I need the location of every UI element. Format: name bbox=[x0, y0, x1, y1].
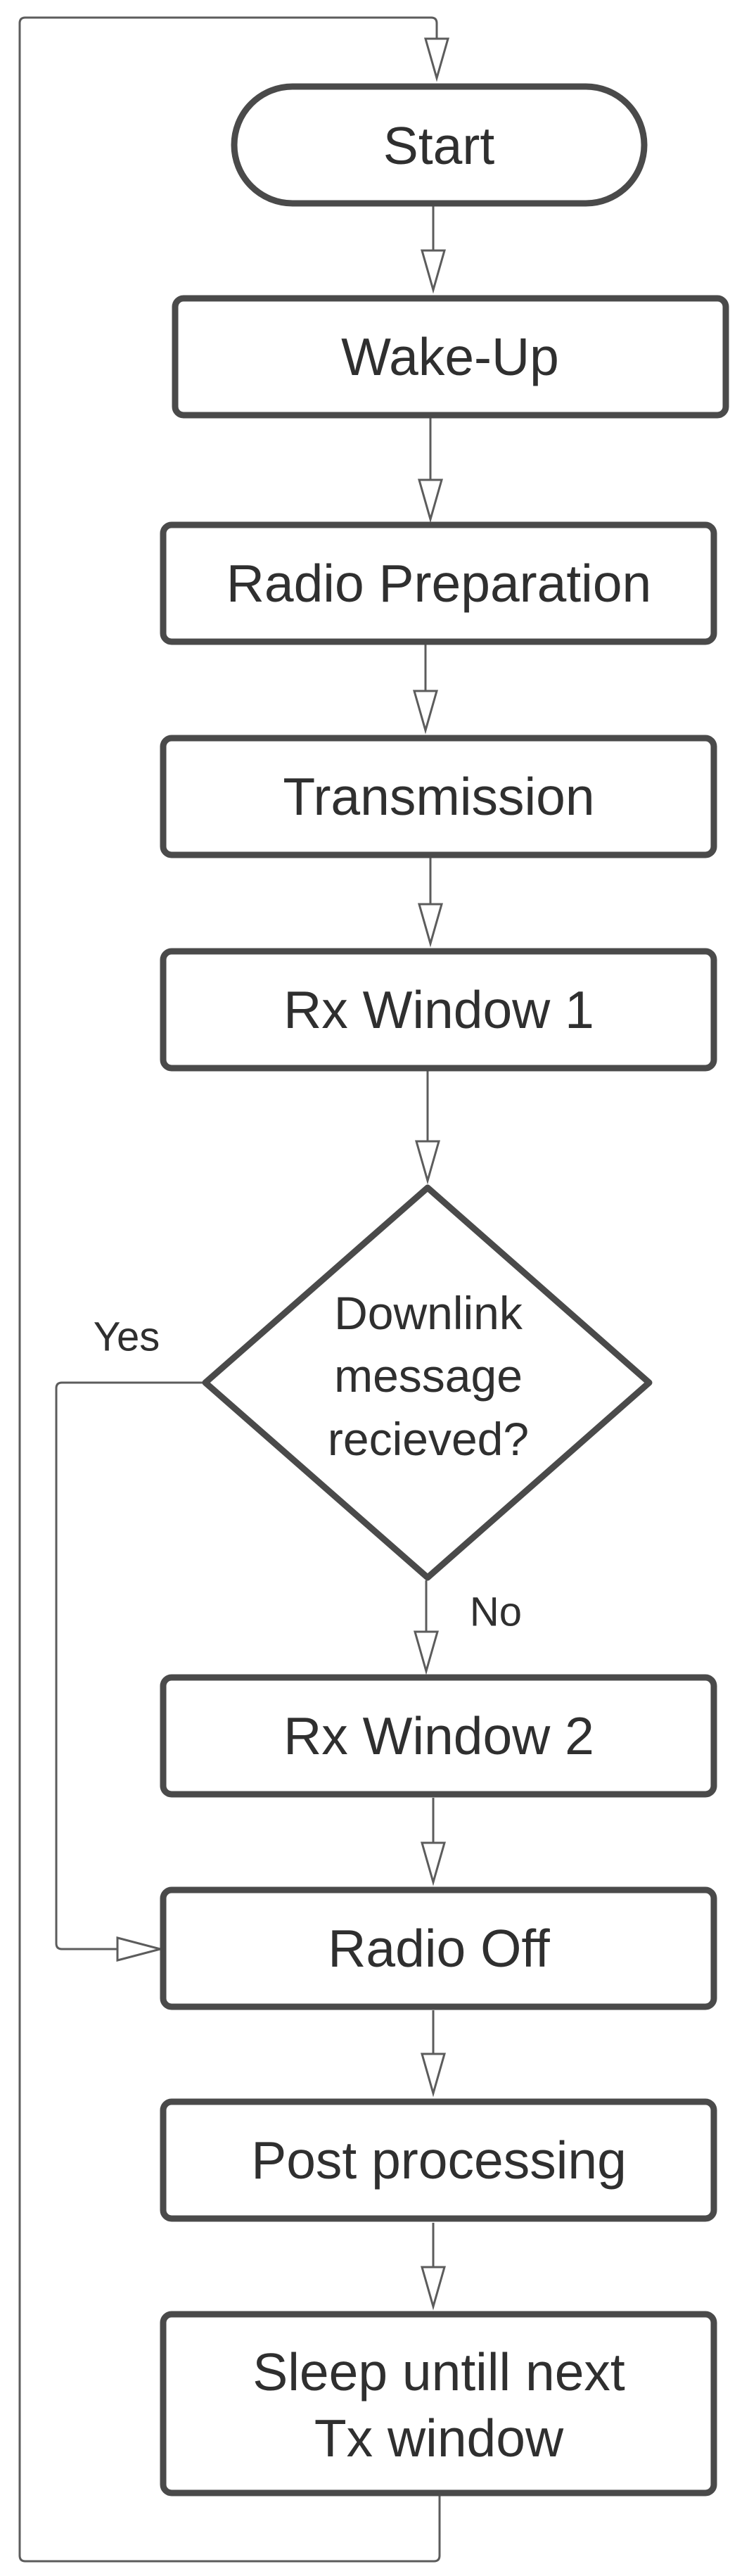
wake-up-box bbox=[172, 295, 729, 419]
decision-label-line-3: recieved? bbox=[328, 1413, 529, 1465]
arrowhead-radioprep-to-transmission bbox=[413, 690, 438, 735]
downlink-decision-diamond bbox=[202, 1184, 653, 1581]
arrowhead-loop-to-start bbox=[424, 37, 449, 82]
rx-window-1-label: Rx Window 1 bbox=[283, 980, 594, 1039]
arrowhead-radiooff-to-postproc bbox=[421, 2052, 446, 2098]
connector-decision-yes-to-radiooff bbox=[55, 1381, 204, 1950]
transmission-box bbox=[160, 735, 717, 858]
start-terminal bbox=[231, 83, 648, 207]
radio-off-box bbox=[160, 1886, 717, 2010]
loop-back-connector bbox=[18, 16, 441, 2563]
sleep-box bbox=[160, 2311, 717, 2496]
decision-label-line-1: Downlink bbox=[334, 1287, 523, 1339]
post-processing-box bbox=[160, 2098, 717, 2222]
wake-up-label: Wake-Up bbox=[341, 327, 559, 386]
arrowhead-yes-to-radiooff bbox=[116, 1936, 165, 1962]
sleep-label-line-1: Sleep untill next bbox=[252, 2342, 625, 2401]
arrowhead-start-to-wakeup bbox=[421, 249, 446, 294]
yes-edge-label: Yes bbox=[94, 1314, 160, 1360]
arrowhead-wakeup-to-radioprep bbox=[418, 478, 443, 524]
no-edge-label: No bbox=[470, 1590, 522, 1635]
decision-label-line-2: message bbox=[334, 1350, 523, 1402]
rx-window-1-box bbox=[160, 948, 717, 1072]
radio-preparation-box bbox=[160, 521, 717, 645]
arrowhead-rx2-to-radiooff bbox=[421, 1841, 446, 1886]
start-label: Start bbox=[383, 116, 495, 175]
arrowhead-transmission-to-rx1 bbox=[418, 903, 443, 948]
arrowhead-postproc-to-sleep bbox=[421, 2266, 446, 2311]
radio-preparation-label: Radio Preparation bbox=[226, 554, 652, 613]
arrowhead-rx1-to-decision bbox=[415, 1140, 440, 1185]
post-processing-label: Post processing bbox=[251, 2131, 627, 2190]
radio-off-label: Radio Off bbox=[328, 1919, 550, 1978]
transmission-label: Transmission bbox=[283, 767, 594, 826]
rx-window-2-box bbox=[160, 1674, 717, 1798]
sleep-label-line-2: Tx window bbox=[314, 2409, 564, 2468]
arrowhead-decision-to-rx2 bbox=[414, 1630, 439, 1675]
rx-window-2-label: Rx Window 2 bbox=[283, 1706, 594, 1765]
